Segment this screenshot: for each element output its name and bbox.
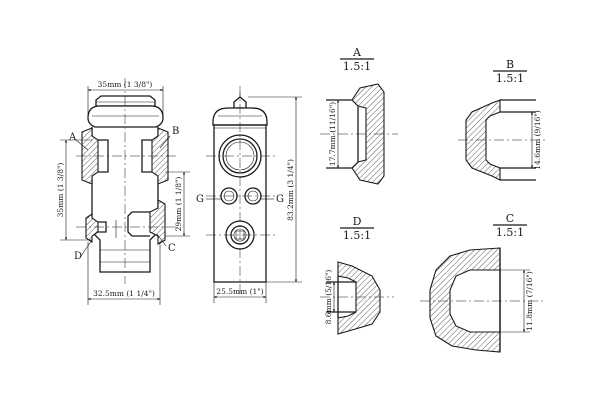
label-a: A (68, 132, 77, 143)
dim-inner-height: 29mm (1 1/8") (174, 177, 183, 232)
detail-c-letter: C (506, 212, 514, 225)
dim-side-bottom-width: 25.5mm (1") (216, 287, 263, 296)
detail-a: A 1.5:1 17.7mm (11/16") (320, 46, 398, 185)
label-c: C (168, 243, 176, 254)
detail-c: C 1.5:1 11.8mm (7/16") (420, 212, 544, 353)
label-g-right: G (276, 194, 284, 205)
detail-b: B 1.5:1 14.6mm (9/16") (458, 58, 548, 181)
dim-bottom-width: 32.5mm (1 1/4") (93, 289, 155, 298)
detail-b-scale: 1.5:1 (496, 72, 524, 85)
detail-c-scale: 1.5:1 (496, 226, 524, 239)
label-d: D (74, 251, 82, 262)
dim-top-width: 35mm (1 3/8") (98, 80, 153, 89)
front-dimensions: 35mm (1 3/8") 35mm (1 3/8") 29mm (1 1/8"… (56, 80, 190, 305)
detail-d-letter: D (353, 215, 362, 228)
detail-b-letter: B (506, 58, 514, 71)
front-view (76, 78, 176, 284)
detail-a-scale: 1.5:1 (343, 60, 371, 73)
detail-a-dimension: 17.7mm (11/16") (328, 102, 337, 166)
side-view: G G (196, 86, 284, 296)
detail-a-letter: A (352, 46, 362, 59)
label-g-left: G (196, 194, 204, 205)
dim-left-height: 35mm (1 3/8") (56, 163, 65, 218)
label-b: B (172, 126, 179, 137)
detail-d-dimension: 8.6mm (5/16") (324, 270, 333, 325)
detail-d-scale: 1.5:1 (343, 229, 371, 242)
detail-d: D 1.5:1 8.6mm (5/16") (320, 215, 394, 335)
detail-c-dimension: 11.8mm (7/16") (525, 271, 534, 331)
detail-b-dimension: 14.6mm (9/16") (533, 110, 542, 170)
side-dimensions: 25.5mm (1") 83.2mm (3 1/4") (213, 96, 302, 303)
dim-side-height: 83.2mm (3 1/4") (286, 159, 295, 221)
